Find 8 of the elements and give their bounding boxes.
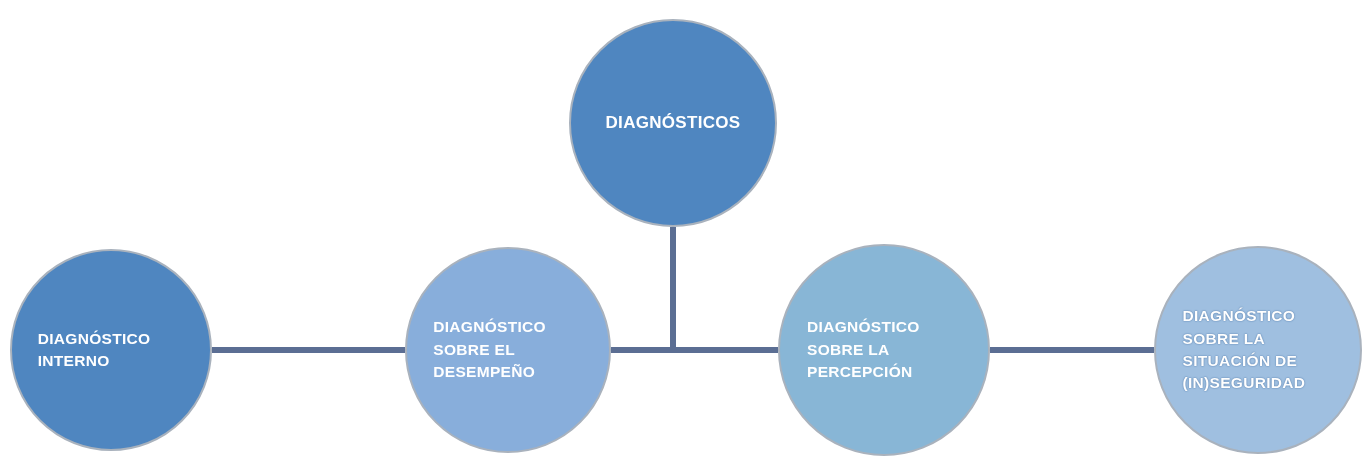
node-label: DIAGNÓSTICO INTERNO — [37, 328, 152, 371]
connector-line — [990, 347, 1154, 353]
node-label: DIAGNÓSTICO SOBRE LA PERCEPCIÓN — [807, 317, 921, 383]
connector-line — [670, 227, 778, 353]
node-label: DIAGNÓSTICOS — [604, 111, 742, 134]
node-label: DIAGNÓSTICO SOBRE LA SITUACIÓN DE (IN)SEGURIDAD — [1182, 306, 1307, 394]
node-label: DIAGNÓSTICO SOBRE EL DESEMPEÑO — [433, 317, 547, 383]
connector-line — [212, 347, 405, 353]
